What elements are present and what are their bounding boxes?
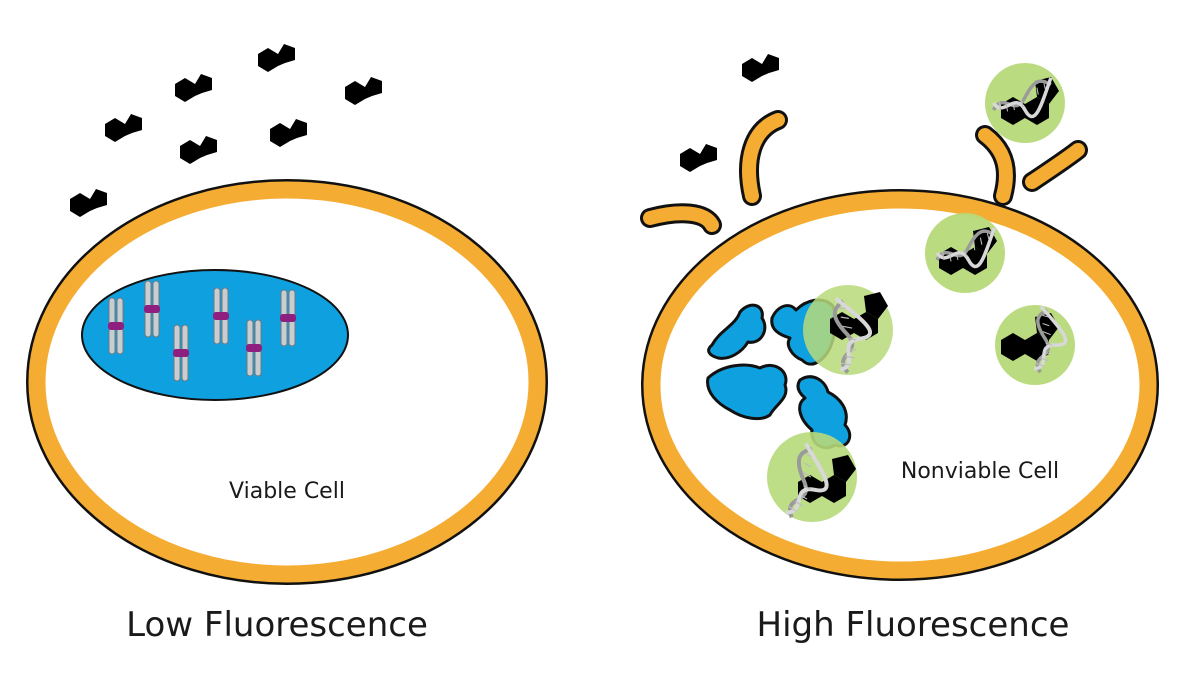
dye-molecule-icon [730,48,785,89]
nonviable-cell-label: Nonviable Cell [901,459,1059,484]
viable-cell-label: Viable Cell [229,479,345,504]
fluorescent-dna-complexes [763,63,1077,522]
fluorescent-complex [994,304,1077,385]
dye-molecule-icon [258,113,313,154]
fluorescent-complex [925,213,1005,293]
fluorescent-complex [803,285,896,375]
dye-molecule-icon [246,38,301,79]
dye-molecule-icon [333,71,388,112]
nonviable-cell-panel: Nonviable Cell High Fluorescence [640,48,1159,645]
viable-cell-panel: Viable Cell Low Fluorescence [26,38,548,645]
dye-molecule-icon [93,108,148,149]
fluorescent-complex [763,432,864,522]
high-fluorescence-caption: High Fluorescence [757,605,1070,645]
dye-molecule-icon [163,68,218,109]
dye-molecule-icon [668,138,723,179]
dye-molecule-icon [168,130,223,171]
low-fluorescence-caption: Low Fluorescence [126,605,428,645]
dye-molecule-icon [58,183,113,224]
fluorescent-complex [985,63,1067,143]
external-dye-molecules [668,48,785,179]
